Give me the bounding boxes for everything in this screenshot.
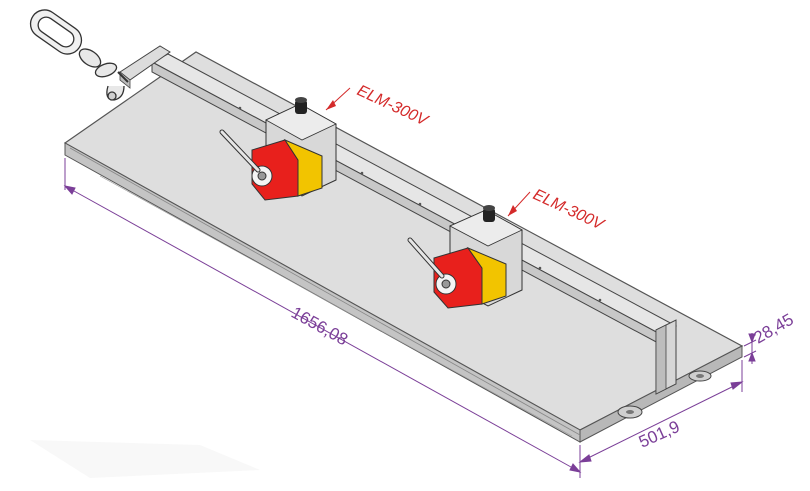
callout-magnet-1: ELM-300V (325, 82, 431, 130)
dimension-width-label: 501,9 (636, 417, 683, 452)
magnet-unit-2 (407, 205, 523, 309)
callout-label-2: ELM-300V (530, 186, 607, 234)
plate-feet (617, 370, 712, 419)
lifting-chain (29, 9, 129, 101)
callout-magnet-2: ELM-300V (507, 186, 607, 234)
dimension-length-label: 1656,08 (288, 303, 351, 349)
dimension-thickness-label: 28,45 (751, 310, 797, 348)
magnet-unit-1 (219, 97, 337, 201)
callout-label-1: ELM-300V (354, 82, 431, 130)
dimension-thickness: 28,45 (743, 310, 797, 364)
floor-shadow (30, 440, 260, 478)
